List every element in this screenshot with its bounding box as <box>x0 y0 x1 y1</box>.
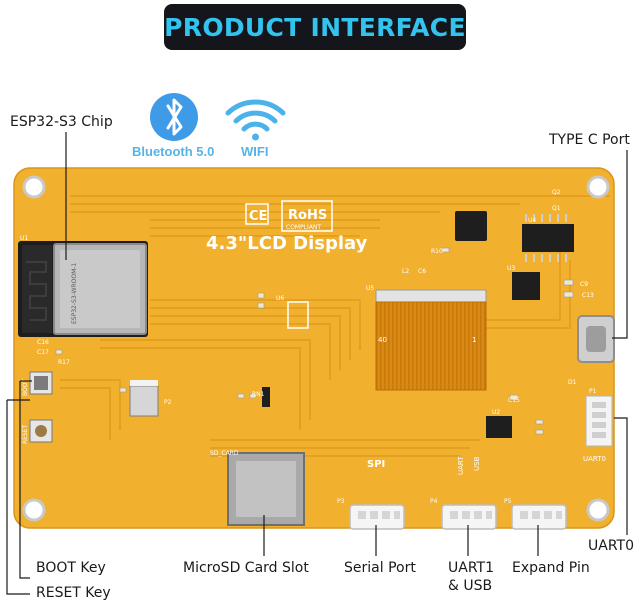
pcb-traces <box>60 195 610 457</box>
rohs-compliant: COMPLIANT <box>286 224 321 231</box>
ref-c13: C13 <box>582 292 594 299</box>
bluetooth-label: Bluetooth 5.0 <box>132 144 215 159</box>
ref-c9: C9 <box>580 281 588 288</box>
u6-outline <box>287 301 309 329</box>
usb-silk: USB <box>473 456 481 471</box>
reset-key-callout: RESET Key <box>36 585 111 601</box>
typec-port-callout: TYPE C Port <box>549 132 630 148</box>
ref-c16: C16 <box>37 339 49 346</box>
fpc-connector <box>375 289 487 303</box>
ref-u1: U1 <box>20 235 28 242</box>
microsd-slot-callout: MicroSD Card Slot <box>183 560 309 576</box>
banner-title: PRODUCT INTERFACE <box>164 12 466 42</box>
ref-p5: P5 <box>504 498 512 505</box>
ref-u4: U4 <box>528 217 536 224</box>
esp32-chip-callout: ESP32-S3 Chip <box>10 114 113 130</box>
uart1-callout-line2: & USB <box>448 578 493 594</box>
lcd-display-label: 4.3"LCD Display <box>206 233 368 254</box>
expand-pin-callout: Expand Pin <box>512 560 590 576</box>
esp32-chip-marking: ESP32-S3-WROOM-1 <box>71 263 78 324</box>
ref-r10: R10 <box>431 248 443 255</box>
ref-r17: R17 <box>58 359 70 366</box>
ce-mark-frame <box>245 203 269 225</box>
ref-p3: P3 <box>337 498 345 505</box>
uart-silk: UART <box>457 456 465 475</box>
boot-silk: BOOT <box>22 379 29 396</box>
ref-l2: L2 <box>402 268 409 275</box>
ref-u2: U2 <box>492 409 500 416</box>
ref-p4: P4 <box>430 498 438 505</box>
product-interface-banner: PRODUCT INTERFACE <box>164 4 466 50</box>
boot-key-callout: BOOT Key <box>36 560 106 576</box>
rohs-mark-frame <box>281 200 333 232</box>
ref-c15: C15 <box>508 397 520 404</box>
fpc-ribbon <box>375 301 487 391</box>
ref-q1: Q1 <box>552 205 561 212</box>
passive-components <box>55 247 574 435</box>
spi-silk: SPI <box>367 459 385 470</box>
uart0-callout: UART0 <box>588 538 634 554</box>
ref-p2: P2 <box>164 399 172 406</box>
fpc-pin-40: 40 <box>378 336 387 344</box>
ref-c6: C6 <box>418 268 426 275</box>
ref-u5: U5 <box>366 285 374 292</box>
ref-p1: P1 <box>589 388 597 395</box>
ic-components <box>129 211 574 438</box>
ref-c17: C17 <box>37 349 49 356</box>
ref-q2: Q2 <box>552 189 561 196</box>
ce-mark: CE <box>249 209 267 224</box>
wifi-label: WIFI <box>241 144 269 159</box>
serial-port-callout: Serial Port <box>344 560 416 576</box>
reset-silk: RESET <box>22 424 29 444</box>
uart1-callout-line1: UART1 <box>448 560 494 576</box>
ref-d1: D1 <box>568 379 577 386</box>
ref-rn1: RN1 <box>252 391 265 398</box>
rohs-mark: RoHS <box>288 208 327 223</box>
ref-sd-card: SD_CARD <box>210 450 239 457</box>
fpc-pin-1: 1 <box>472 336 476 344</box>
ref-u6: U6 <box>276 295 284 302</box>
uart0-silk: UART0 <box>583 455 606 463</box>
ic-pins <box>525 214 567 262</box>
ref-u3: U3 <box>507 265 515 272</box>
